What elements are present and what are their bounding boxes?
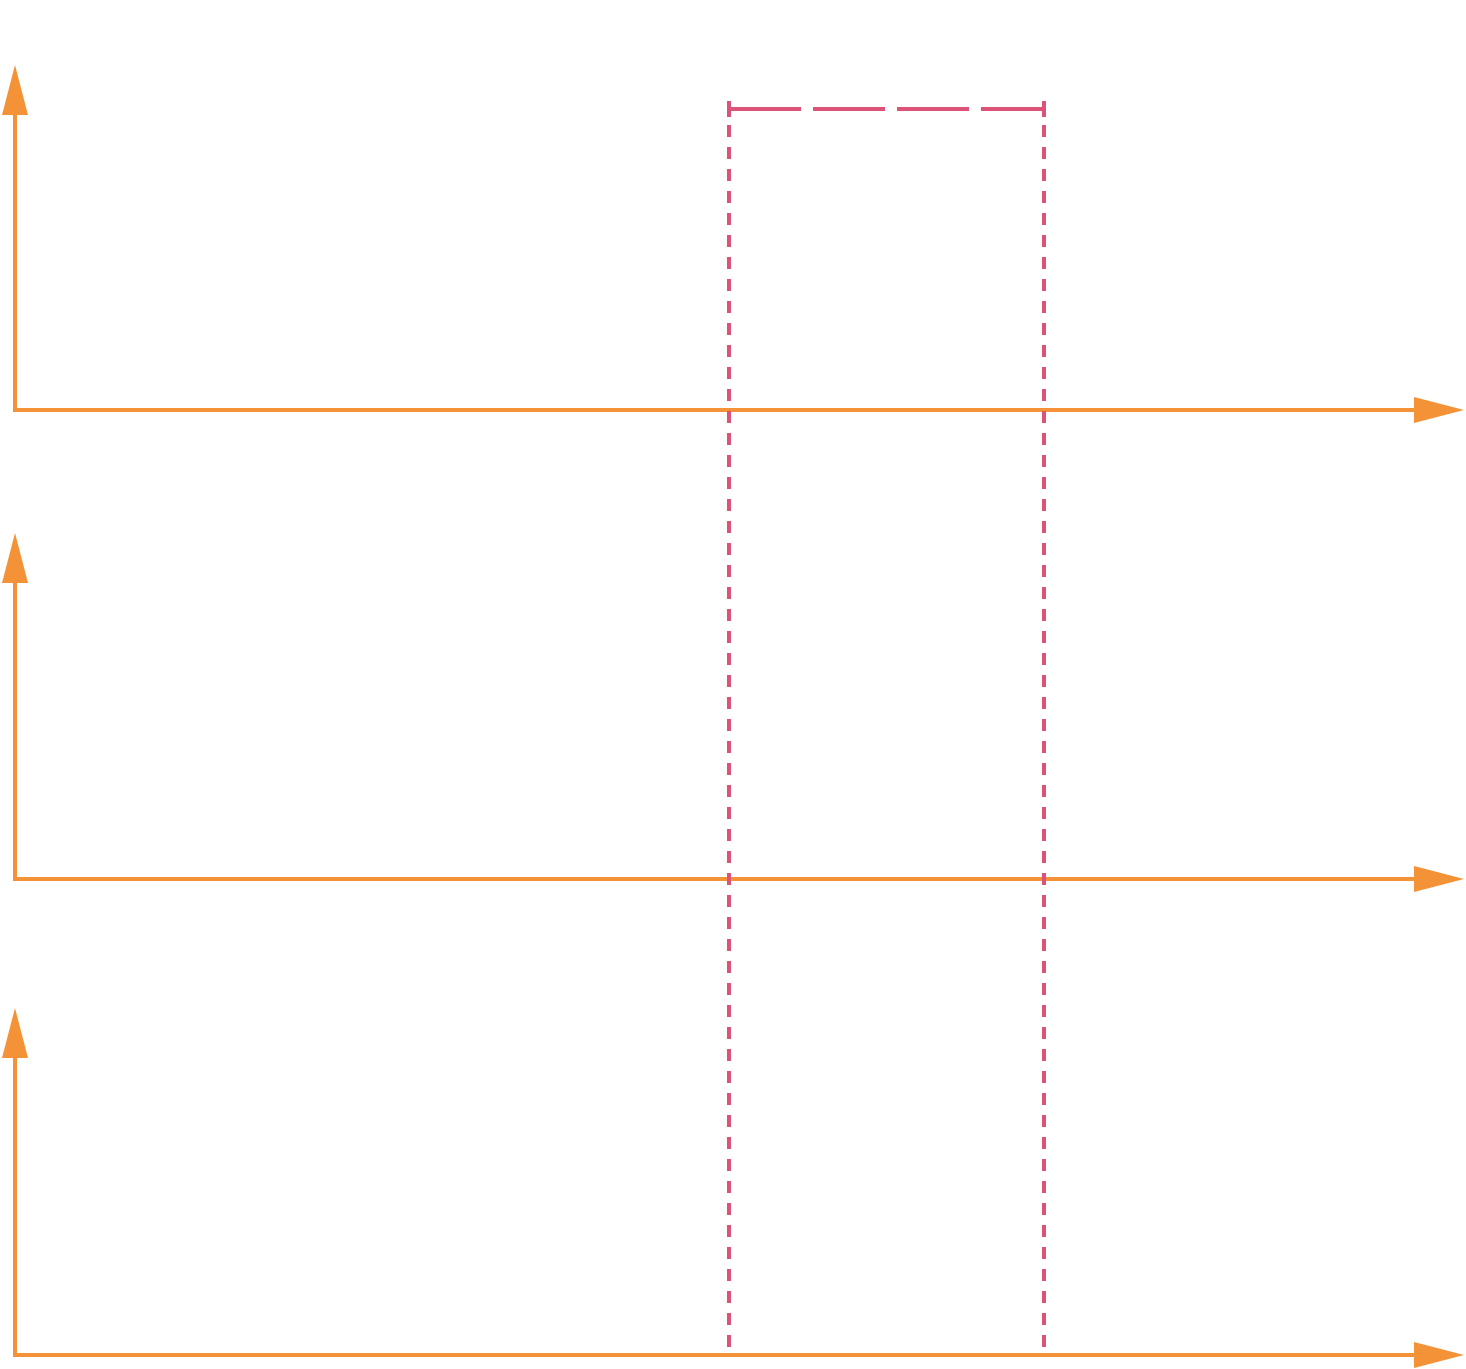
axis-3-up-arrow-icon: [2, 1008, 28, 1058]
interval-marker: [727, 101, 1046, 1354]
axis-1-up-arrow-icon: [2, 65, 28, 115]
axis-2-up-arrow-icon: [2, 533, 28, 583]
axis-2-right-arrow-icon: [1414, 866, 1464, 892]
axis-3-right-arrow-icon: [1414, 1342, 1464, 1368]
axis-1-right-arrow-icon: [1414, 397, 1464, 423]
axes-group: [2, 65, 1464, 1368]
